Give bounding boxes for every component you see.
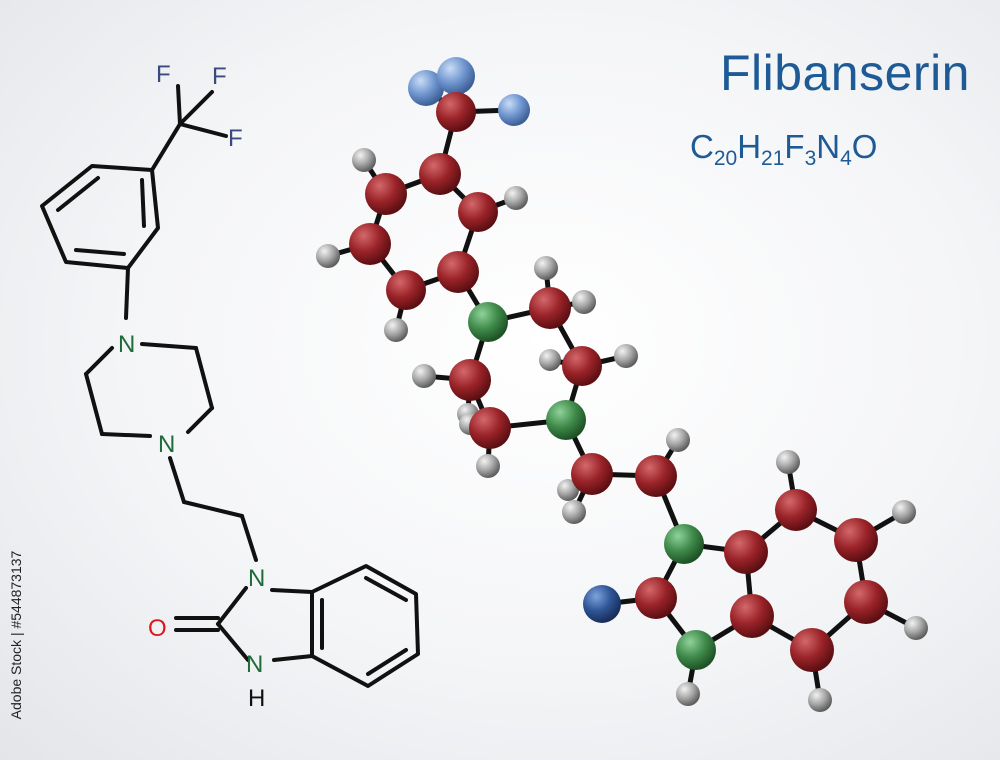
ball-and-stick-model xyxy=(316,57,928,712)
imidazolone-bond xyxy=(216,622,250,662)
formula-count: 3 xyxy=(804,147,817,170)
atom-labels: F F F N N N O N H xyxy=(118,61,265,712)
skeletal-formula xyxy=(40,84,420,688)
linker-bond xyxy=(182,500,244,518)
fused-benzene-ring xyxy=(310,564,420,688)
hydrogen-atoms xyxy=(316,148,928,712)
atom-label-n: N xyxy=(118,331,135,358)
formula-element: C xyxy=(690,128,714,165)
linker-bond xyxy=(168,456,186,504)
atom-label-n: N xyxy=(248,565,265,592)
stock-watermark: Adobe Stock | #544873137 xyxy=(4,520,28,750)
atom-label-nh-n: N xyxy=(246,651,263,678)
atom-label-nh-h: H xyxy=(248,685,265,712)
formula-element: N xyxy=(816,128,841,165)
oxygen-atom xyxy=(583,585,621,623)
atom-label-f: F xyxy=(228,125,243,152)
imidazolone-bond xyxy=(216,586,248,626)
atom-label-o: O xyxy=(148,615,167,642)
formula-element: H xyxy=(737,128,762,165)
ring-cf3-bond xyxy=(150,122,182,172)
piperazine-bond xyxy=(84,372,104,436)
atom-label-n: N xyxy=(158,431,175,458)
linker-bond xyxy=(240,514,258,562)
atom-label-f: F xyxy=(212,63,227,90)
piperazine-bond xyxy=(186,406,214,434)
atom-label-f: F xyxy=(156,61,171,88)
imidazolone-bond xyxy=(272,654,314,662)
cf-bond xyxy=(178,122,228,138)
cf-bond xyxy=(176,84,182,126)
carbon-atoms xyxy=(349,92,888,672)
double-bond xyxy=(56,176,100,212)
cf-bond xyxy=(178,90,214,126)
formula-count: 21 xyxy=(761,147,785,170)
imidazolone-bond xyxy=(270,588,314,594)
double-bond xyxy=(364,576,408,602)
piperazine-bond xyxy=(140,342,198,350)
molecular-formula: C20H21F3N4O xyxy=(690,128,877,171)
double-bond xyxy=(366,648,408,676)
piperazine-bond xyxy=(194,346,214,410)
molecule-title: Flibanserin xyxy=(719,45,970,101)
double-bond xyxy=(140,178,146,228)
nitrogen-atoms xyxy=(468,302,716,670)
fluorine-atoms xyxy=(408,57,530,126)
double-bond xyxy=(74,248,126,256)
stock-id-text: Adobe Stock | #544873137 xyxy=(8,550,24,720)
formula-count: 4 xyxy=(840,147,852,170)
formula-element: O xyxy=(851,128,878,165)
aryl-n-bond xyxy=(124,266,130,320)
benzene-ring xyxy=(40,164,160,270)
piperazine-bond xyxy=(84,346,114,376)
piperazine-bond xyxy=(100,432,152,438)
formula-element: F xyxy=(784,128,805,165)
formula-count: 20 xyxy=(713,147,738,170)
